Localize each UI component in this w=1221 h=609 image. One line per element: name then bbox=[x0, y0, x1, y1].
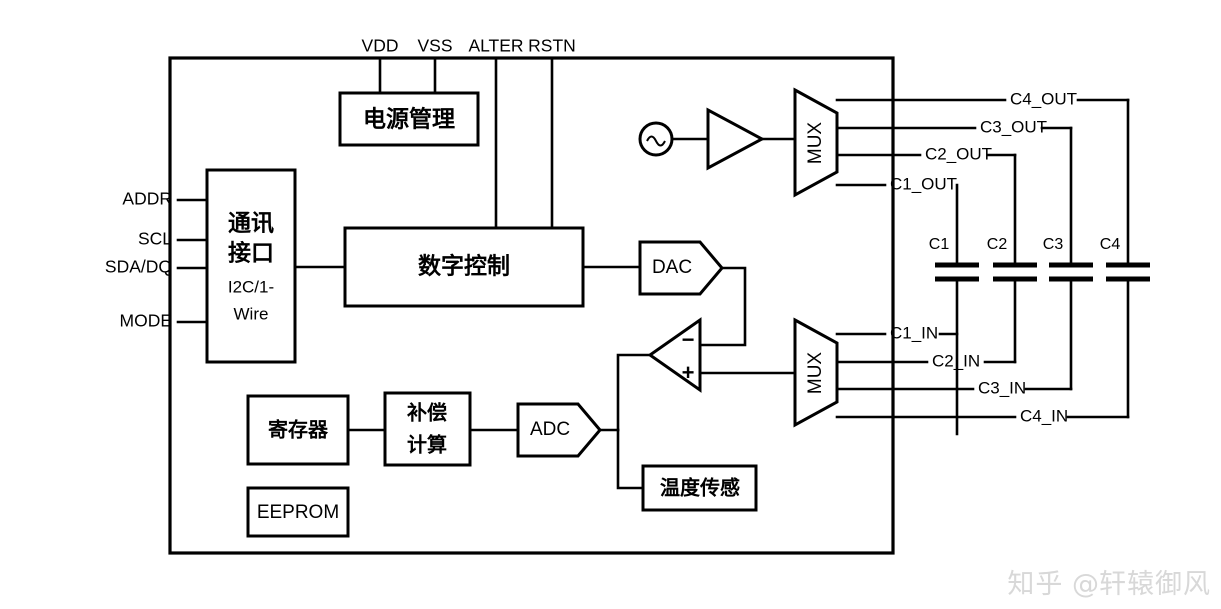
watermark-at: @ bbox=[1063, 569, 1099, 600]
comparator-body bbox=[647, 317, 702, 393]
pin-label-sda-dq: SDA/DQ bbox=[105, 257, 172, 277]
block-label-temp-sensor: 温度传感 bbox=[660, 476, 740, 500]
capacitor-label-c2: C2 bbox=[987, 236, 1008, 253]
capacitor-label-c4: C4 bbox=[1100, 236, 1121, 253]
block-label-compensation-line2: 计算 bbox=[407, 433, 447, 457]
block-digital-control bbox=[343, 226, 585, 308]
signal-label-c4-out: C4_OUT bbox=[1010, 89, 1077, 108]
block-label-comm-interface-line1: 通讯 bbox=[228, 211, 274, 237]
block-sublabel-wire: Wire bbox=[234, 304, 269, 323]
signal-label-c3-in: C3_IN bbox=[978, 378, 1026, 397]
mux-out-body bbox=[793, 87, 839, 198]
pin-label-vss: VSS bbox=[417, 36, 452, 56]
converter-label-adc: ADC bbox=[530, 419, 570, 440]
pin-label-alter: ALTER bbox=[468, 36, 523, 56]
wire-dac-to-comparator bbox=[698, 266, 747, 347]
pin-label-addr: ADDR bbox=[122, 189, 172, 209]
watermark-brand: 知乎 bbox=[1007, 569, 1064, 600]
signal-label-c4-in: C4_IN bbox=[1020, 406, 1068, 425]
out-line-group: C4_OUT C3_OUT C2_OUT C1_OUT bbox=[835, 89, 1130, 264]
comparator-plus-label: + bbox=[682, 360, 695, 385]
capacitor-label-c1: C1 bbox=[929, 236, 950, 253]
block-label-digital-control: 数字控制 bbox=[418, 253, 510, 280]
wire-comparator-to-node bbox=[616, 353, 652, 432]
mux-out-label: MUX bbox=[805, 122, 826, 165]
block-label-compensation-line1: 补偿 bbox=[406, 401, 447, 425]
capacitor-bank: C1 C2 C3 C4 bbox=[929, 236, 1150, 436]
in-line-group: C1_IN C2_IN C3_IN C4_IN bbox=[835, 323, 1130, 425]
mux-in-body bbox=[793, 317, 839, 428]
converter-dac bbox=[638, 240, 724, 296]
pin-label-vdd: VDD bbox=[362, 36, 399, 56]
capacitor-label-c3: C3 bbox=[1043, 236, 1064, 253]
left-pin-group: ADDR SCL SDA/DQ MODE bbox=[105, 189, 209, 331]
converter-label-dac: DAC bbox=[652, 257, 692, 278]
pin-label-scl: SCL bbox=[138, 229, 172, 249]
block-eeprom bbox=[246, 486, 350, 538]
block-label-comm-interface-line2: 接口 bbox=[228, 241, 274, 267]
block-sublabel-i2c: I2C/1- bbox=[228, 277, 274, 296]
buffer-amp-icon bbox=[706, 107, 766, 171]
pin-label-mode: MODE bbox=[120, 311, 173, 331]
comparator-minus-label: − bbox=[682, 327, 695, 352]
block-temp-sensor bbox=[641, 464, 758, 512]
signal-label-c2-in: C2_IN bbox=[932, 351, 980, 370]
watermark-user: 轩辕御风 bbox=[1099, 569, 1211, 600]
wire-node-to-temp-sensor bbox=[616, 428, 645, 490]
mux-in-label: MUX bbox=[805, 352, 826, 395]
signal-label-c2-out: C2_OUT bbox=[925, 144, 992, 163]
signal-label-c1-out: C1_OUT bbox=[890, 174, 957, 193]
pin-label-rstn: RSTN bbox=[528, 36, 576, 56]
block-comm-interface bbox=[205, 168, 297, 364]
converter-adc bbox=[516, 402, 602, 458]
block-label-eeprom: EEPROM bbox=[257, 502, 339, 523]
top-pin-group: VDD VSS ALTER RSTN bbox=[362, 36, 576, 230]
signal-label-c3-out: C3_OUT bbox=[980, 117, 1047, 136]
block-label-register: 寄存器 bbox=[268, 418, 329, 442]
block-label-power-management: 电源管理 bbox=[363, 106, 455, 133]
block-power-management bbox=[338, 91, 480, 147]
signal-label-c1-in: C1_IN bbox=[890, 323, 938, 342]
sine-wave-glyph bbox=[646, 135, 666, 147]
watermark: 知乎 @轩辕御风 bbox=[1007, 562, 1211, 601]
chip-boundary bbox=[168, 56, 895, 555]
